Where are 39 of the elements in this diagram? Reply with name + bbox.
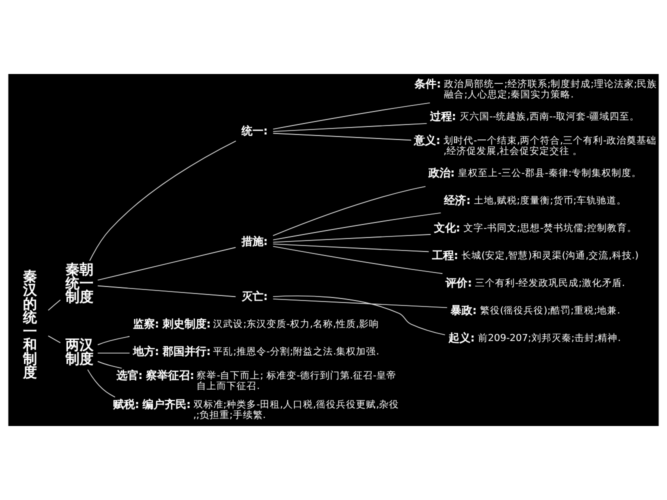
node-text: 评价: 三个有利-经发政巩民成;激化矛盾. [446,276,625,290]
connector [87,369,116,398]
connector [97,285,236,298]
node-text: 条件: 政治局部统一;经济联系;制度封成;理论法家;民族融合;人心思定;秦国实力策略. [414,78,658,101]
connector [48,335,61,344]
node-text: 经济: 土地,赋税;度量衡;货币;车轨驰道。 [444,194,627,207]
node-text: 赋税: 编户齐民: 双标准;种类多-田租,人口税,徭役兵役更赋,杂役,;负担重;手续繁. [112,398,400,421]
connector [97,361,122,369]
node-text: 选官: 察举征召: 察举-自下而上; 标准变-德行到门第.征召-皇帝自上而下征召. [116,369,396,392]
node-text: 起义: 前209-207;刘邦灭秦;击封;精神. [448,331,621,344]
node-text: 文化: 文字-书同文;思想-焚书坑儒;控制教育。 [434,221,637,234]
connector [272,212,442,240]
connector [272,295,446,336]
connector [97,247,236,281]
connector [272,298,448,308]
node-text: 过程: 灭六国--统越族,西南--取河套-疆域四至。 [430,110,640,123]
node-text: 秦汉的统一和制度 [22,268,37,382]
connector [272,123,428,132]
node-text: 两汉制度 [65,338,94,368]
node-text: 统一: [241,124,268,138]
connector [97,336,130,346]
node-text: 监察: 刺史制度: 汉武设;东汉变质-权力,名称,性质,影响 [132,318,380,331]
connector [272,246,443,274]
node-text: 地方: 郡国并行: 平乱;推恩令-分割;附益之法.集权加强. [132,345,380,358]
node-text: 工程: 长城(安定,智慧)和灵渠(沟通,交流,科技.) [432,248,639,262]
node-text: 措施: [241,235,268,248]
node-text: 暴政: 繁役(徭役兵役);酷罚;重税;地兼. [450,304,620,317]
node-text: 秦朝统一制度 [65,262,94,306]
node-text: 意义: 划时代-一个结束,两个符合,三个有利-政治奠基础,经济促发展,社会促安定交往 。 [414,134,657,157]
connector [272,102,430,130]
connector [272,244,430,252]
connector [48,299,61,311]
connector [97,352,130,354]
connector [272,186,426,236]
node-text: 灭亡: [241,290,268,304]
node-text: 政治: 皇权至上-三公-郡县-秦律:专制集权制度。 [428,166,642,180]
connector [272,132,412,141]
connector [272,234,432,243]
connector [89,140,236,262]
